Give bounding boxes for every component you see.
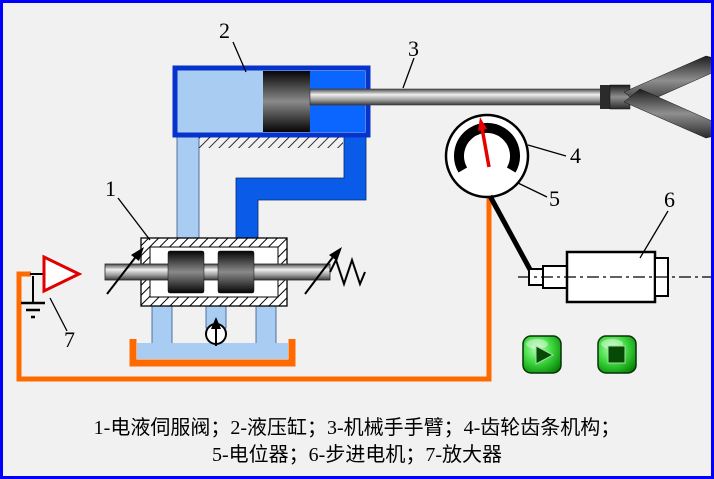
pump-icon <box>205 317 227 346</box>
amplifier <box>21 254 83 319</box>
callout-line-6 <box>639 210 669 259</box>
part-label-6: 6 <box>664 187 675 212</box>
callout-line-1 <box>117 197 151 241</box>
piston-rod <box>309 88 609 106</box>
stop-button[interactable] <box>597 335 637 374</box>
stepper-motor <box>518 250 711 304</box>
feedback-wire <box>16 197 492 382</box>
callouts: 1 2 3 4 5 6 7 <box>49 18 675 352</box>
servo-valve <box>104 237 366 307</box>
amplifier-triangle-icon <box>42 254 83 294</box>
gripper-wrist <box>609 84 631 110</box>
gripper-jaw-lower <box>623 88 711 139</box>
stop-icon <box>607 345 626 364</box>
piston <box>263 71 310 132</box>
valve-spool-rod <box>104 263 331 281</box>
actuation-arrow-left <box>106 253 139 295</box>
actuation-arrow-left-head <box>131 247 144 261</box>
spool-land-right <box>217 250 255 294</box>
hydraulic-pipes <box>151 129 367 354</box>
part-label-2: 2 <box>219 18 230 43</box>
part-label-3: 3 <box>408 36 419 61</box>
callout-line-4 <box>527 144 567 157</box>
caption-line-2: 5-电位器；6-步进电机；7-放大器 <box>212 444 502 466</box>
gear-potentiometer <box>444 113 530 199</box>
pipe-left <box>176 129 200 243</box>
spool-land-left <box>167 250 205 294</box>
play-button-gloss <box>526 339 548 349</box>
part-label-5: 5 <box>549 186 560 211</box>
actuation-arrow-right-head <box>329 247 342 261</box>
manipulator-arm <box>309 55 711 139</box>
callout-line-2 <box>232 41 247 73</box>
potentiometer-track <box>454 123 520 173</box>
rod-coupling <box>600 85 612 109</box>
part-label-7: 7 <box>64 327 75 352</box>
oil-tank <box>129 339 296 367</box>
gauge-needle-head <box>478 117 487 131</box>
hydraulic-cylinder <box>172 65 371 148</box>
gauge-needle <box>480 127 491 168</box>
callout-line-5 <box>517 182 548 198</box>
callout-line-7 <box>49 297 68 332</box>
actuation-arrow-right <box>304 256 334 295</box>
play-button[interactable] <box>522 335 562 374</box>
spring-icon <box>329 256 366 288</box>
servo-system-diagram: 1 2 3 4 5 6 7 <box>16 18 711 382</box>
part-label-1: 1 <box>105 176 116 201</box>
pump-arrow-head <box>211 317 221 329</box>
caption-line-1: 1-电液伺服阀；2-液压缸；3-机械手手臂；4-齿轮齿条机构； <box>93 417 621 439</box>
play-icon <box>535 345 555 365</box>
tank-outline <box>129 339 296 367</box>
mount-hatching <box>199 137 343 148</box>
legend-caption: 1-电液伺服阀；2-液压缸；3-机械手手臂；4-齿轮齿条机构； 5-电位器；6-… <box>3 415 711 469</box>
part-label-4: 4 <box>570 143 581 168</box>
tank-fluid <box>137 343 288 359</box>
drive-link <box>487 194 536 277</box>
callout-line-3 <box>402 57 415 89</box>
